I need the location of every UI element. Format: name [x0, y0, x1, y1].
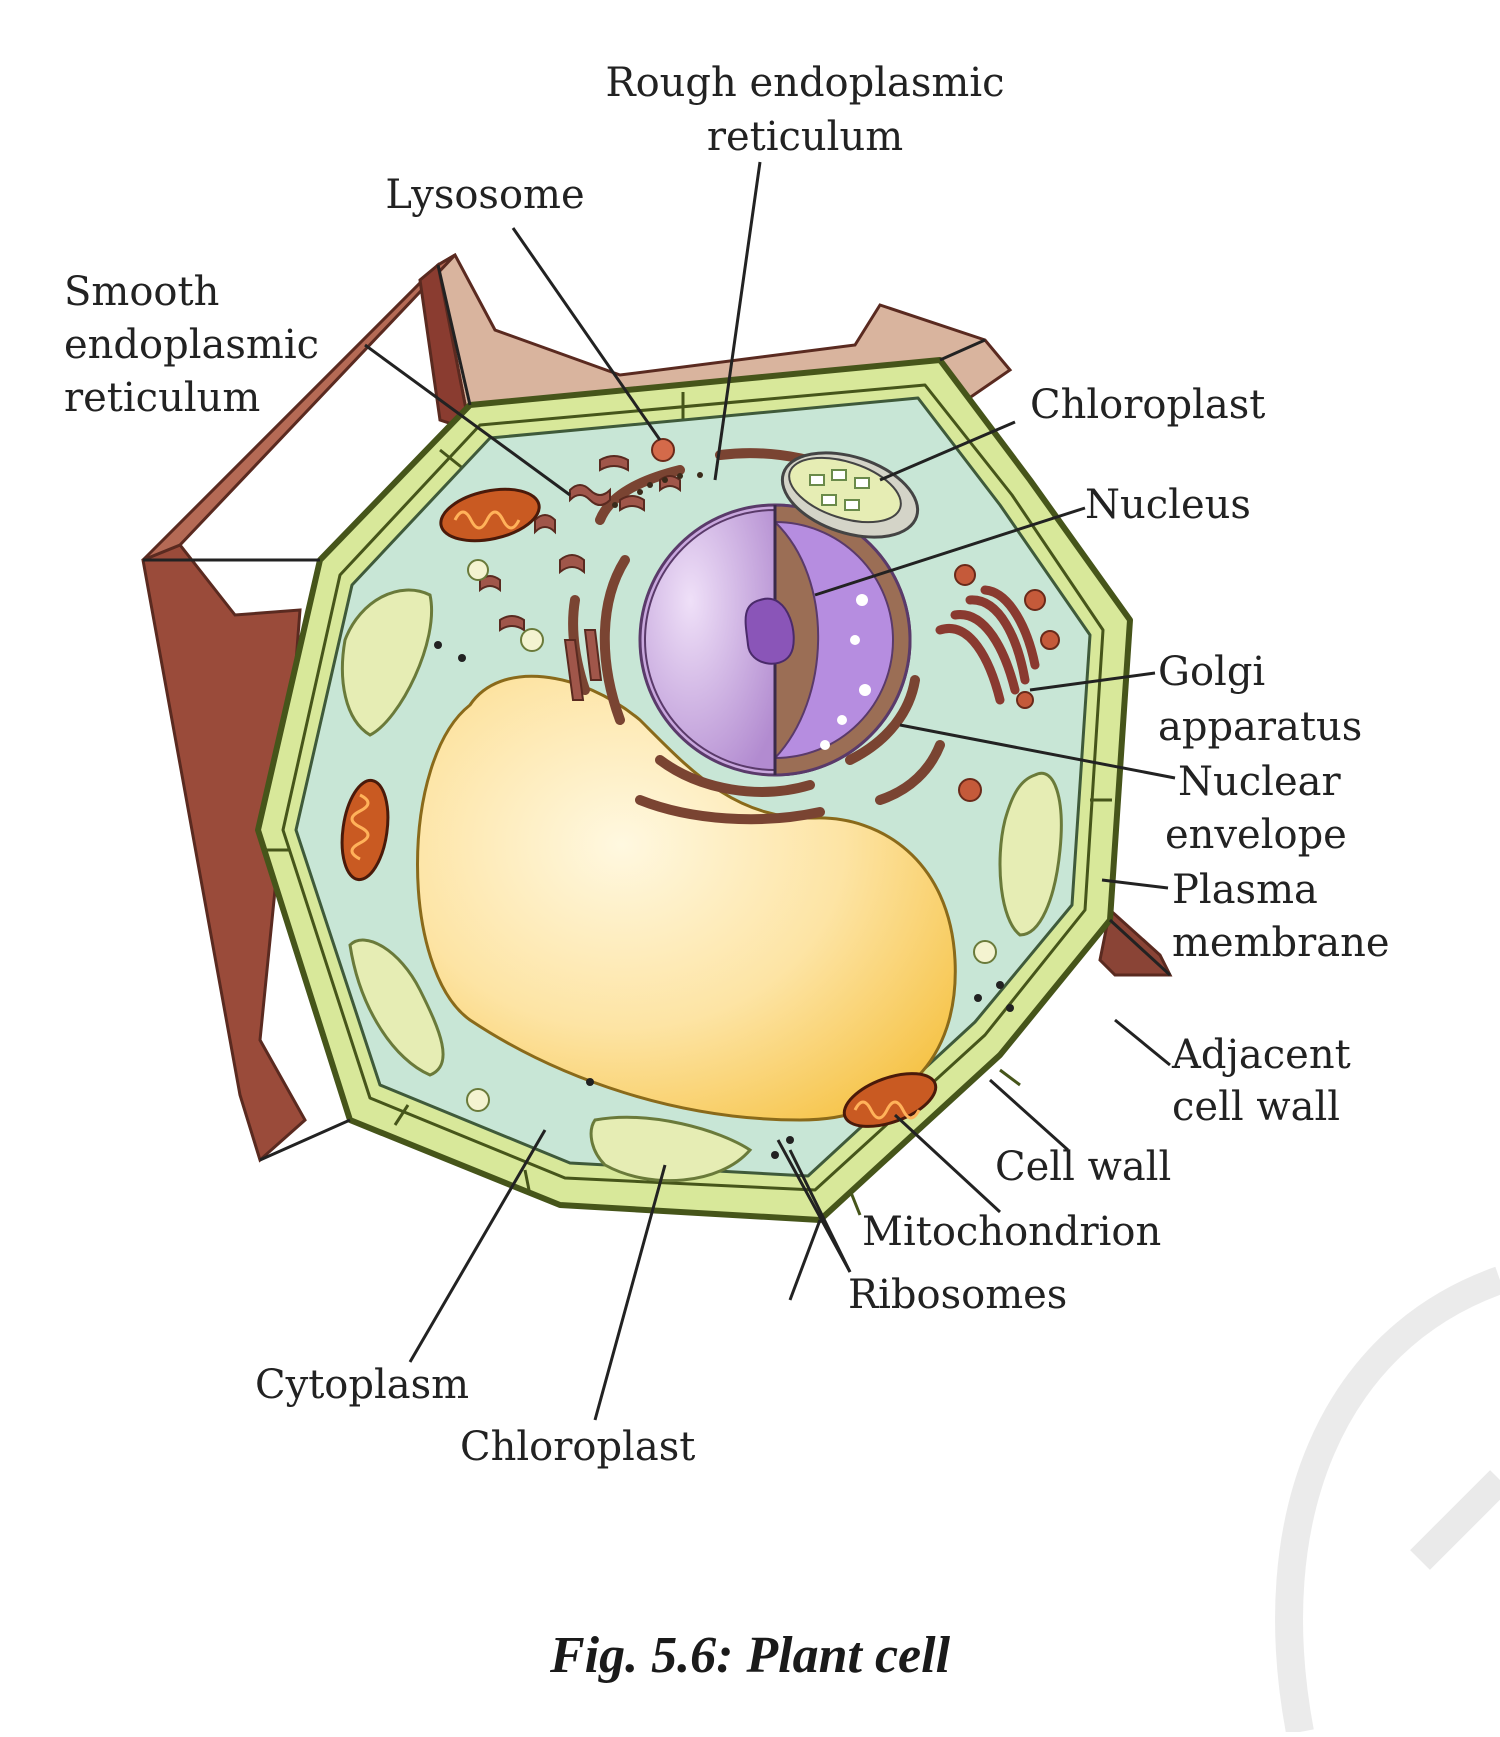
label-golgi-line1: Golgi: [1158, 649, 1265, 695]
label-smooth-er-line3: reticulum: [64, 375, 260, 421]
label-smooth-er-line2: endoplasmic: [64, 322, 319, 368]
label-plasma-membrane-line1: Plasma: [1172, 867, 1318, 913]
vacuole: [416, 674, 957, 1122]
golgi-vesicle: [1040, 630, 1060, 650]
label-golgi-line2: apparatus: [1158, 704, 1362, 750]
lysosome: [651, 438, 675, 462]
watermark: [1275, 1266, 1500, 1735]
chloroplast-top: [780, 451, 920, 539]
label-adjacent-cell-wall-line1: Adjacent: [1171, 1032, 1351, 1078]
label-nucleus: Nucleus: [1085, 482, 1251, 528]
small-organelles: [434, 559, 1014, 1159]
leader-lines: [364, 161, 1176, 1421]
nucleus: [638, 503, 912, 777]
figure-caption: Fig. 5.6: Plant cell: [549, 1627, 951, 1684]
vesicle: [958, 778, 982, 802]
label-adjacent-cell-wall-line2: cell wall: [1172, 1084, 1340, 1130]
golgi-vesicle: [1024, 589, 1046, 611]
label-ribosomes: Ribosomes: [848, 1272, 1067, 1318]
label-cytoplasm: Cytoplasm: [255, 1362, 469, 1408]
label-smooth-er-line1: Smooth: [64, 269, 219, 315]
label-nuclear-envelope-line2: envelope: [1165, 812, 1347, 858]
labels: Rough endoplasmic reticulum Lysosome Smo…: [64, 60, 1390, 1470]
label-cell-wall: Cell wall: [995, 1144, 1171, 1190]
chloroplast: [340, 588, 1063, 1183]
label-rough-er-line2: reticulum: [707, 114, 903, 160]
golgi-vesicle: [1016, 691, 1034, 709]
label-nuclear-envelope-line1: Nuclear: [1178, 759, 1341, 805]
mitochondria: [340, 487, 938, 1128]
label-chloroplast-bottom: Chloroplast: [460, 1424, 695, 1470]
label-lysosome: Lysosome: [385, 172, 584, 218]
golgi-apparatus: [935, 585, 1040, 705]
nucleolus: [744, 597, 795, 665]
label-rough-er-line1: Rough endoplasmic: [605, 60, 1004, 106]
vesicle: [954, 564, 976, 586]
label-mitochondrion: Mitochondrion: [862, 1209, 1161, 1255]
label-plasma-membrane-line2: membrane: [1172, 920, 1390, 966]
er-ribosome-dots: [612, 472, 703, 508]
label-chloroplast-top: Chloroplast: [1030, 382, 1265, 428]
